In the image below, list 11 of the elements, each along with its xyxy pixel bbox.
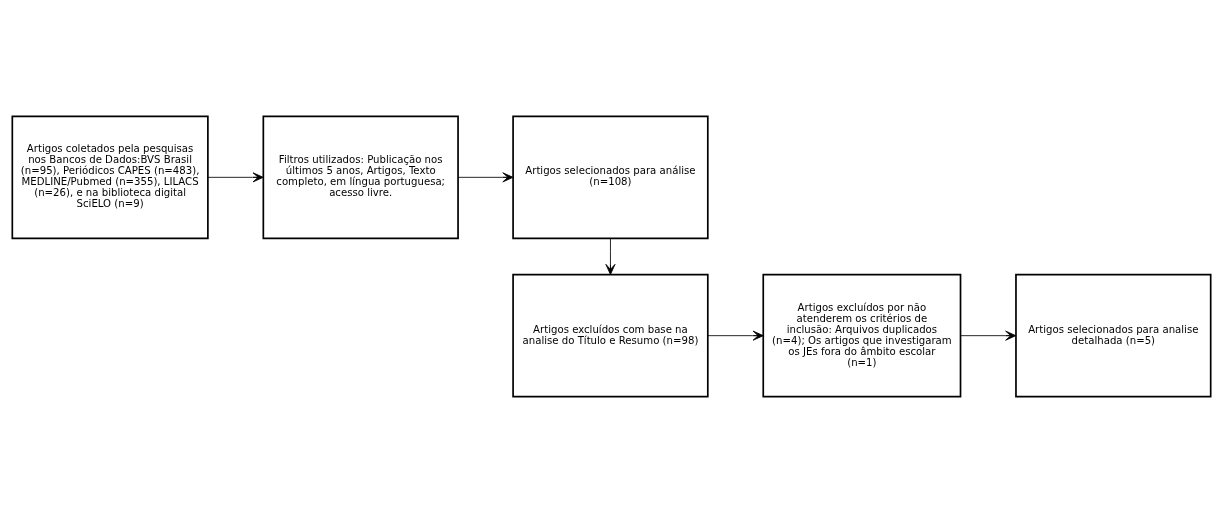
arrow <box>207 172 264 183</box>
node-box: Artigos excluídos por não atenderem os critérios de inclusão: Arquivos duplicados (n=4); Os artigos que investigaram os JEs fora do âmbito escolar (n=1) <box>762 273 962 398</box>
node-box: Artigos excluídos com base na analise do Título e Resumo (n=98) <box>512 273 709 398</box>
node-box: Filtros utilizados: Publicação nos últimos 5 anos, Artigos, Texto completo, em língua portuguesa; acesso livre. <box>262 115 459 240</box>
arrow <box>605 238 616 275</box>
arrow <box>707 330 764 341</box>
arrow <box>457 172 514 183</box>
arrow <box>960 330 1017 341</box>
node-box: Artigos selecionados para analise detalhada (n=5) <box>1015 273 1212 398</box>
node-box: Artigos selecionados para análise (n=108) <box>512 115 709 240</box>
node-box: Artigos coletados pela pesquisas nos Bancos de Dados:BVS Brasil (n=95), Periódicos CAPES (n=483), MEDLINE/Pubmed (n=355), LILACS (n=26), e na biblioteca digital SciELO (n=9) <box>11 115 209 240</box>
